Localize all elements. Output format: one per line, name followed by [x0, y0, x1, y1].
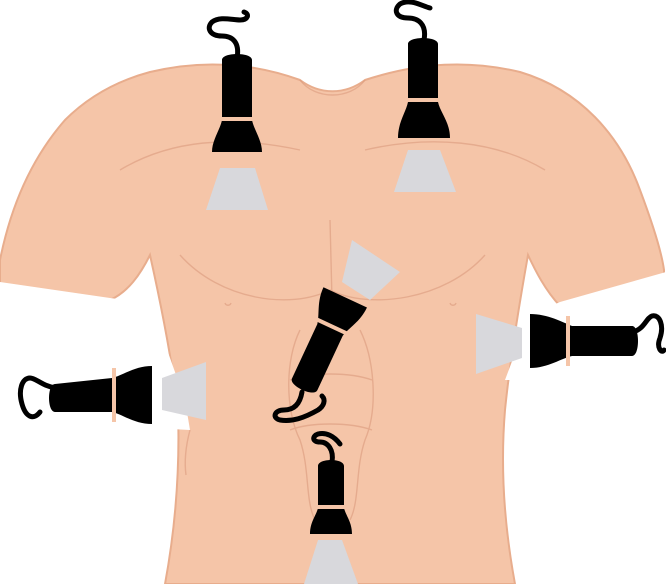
probe-band [566, 316, 570, 366]
probe-band [214, 117, 260, 121]
probe-band [112, 368, 116, 422]
probe-band [400, 98, 446, 102]
probe-band [312, 505, 350, 509]
